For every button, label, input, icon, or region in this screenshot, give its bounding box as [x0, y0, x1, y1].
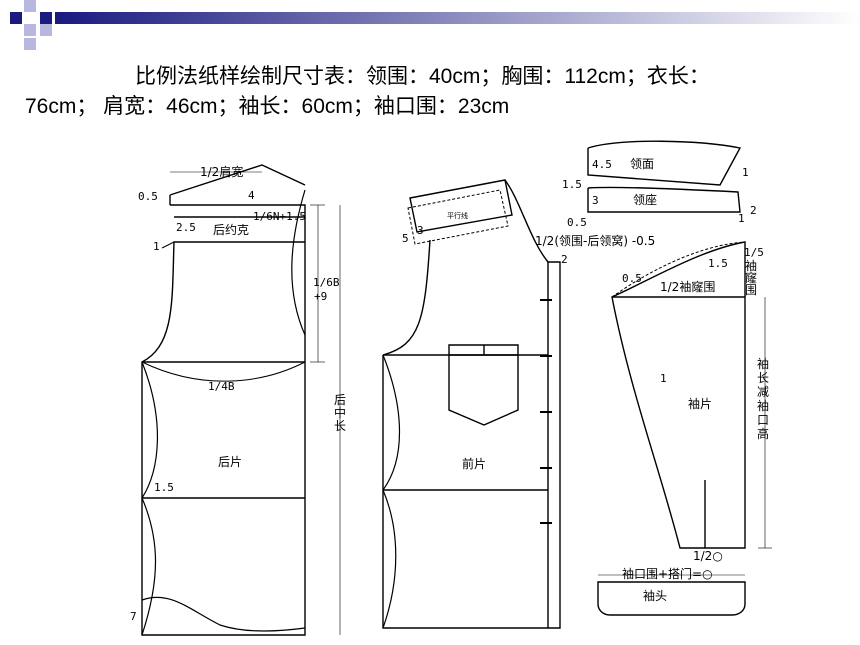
- front-yoke-rect: [409, 179, 513, 233]
- gradient-bar: [55, 12, 860, 24]
- deco-square: [24, 38, 36, 50]
- deco-square: [10, 12, 22, 24]
- label-back-piece: 后片: [218, 455, 242, 469]
- collar-labels: 4.5 领面 1 1.5 3 领座 0.5 2 1: [562, 157, 757, 229]
- chest-curve: [141, 361, 306, 382]
- front-neck: [504, 179, 549, 263]
- label-back-25: 2.5: [176, 221, 196, 234]
- label-front-5: 5: [402, 232, 409, 245]
- label-back-b2: +9: [314, 290, 327, 303]
- label-collar-15: 1.5: [562, 178, 582, 191]
- label-len-v2: 长: [757, 371, 769, 385]
- deco-square: [40, 24, 52, 36]
- label-collar-2: 2: [750, 204, 757, 217]
- label-yoke: 后约克: [213, 222, 249, 237]
- sleeve-labels: 1.5 1/5 袖 窿 围 0.5 1/2袖窿围 1 袖片 袖 长 减 袖 口 …: [622, 246, 769, 603]
- collar-stand: [587, 186, 741, 213]
- label-half-o: 1/2○: [693, 549, 723, 563]
- label-len-v6: 高: [757, 426, 769, 441]
- label-cap-v3: 围: [745, 283, 757, 297]
- label-len-v3: 减: [757, 385, 769, 399]
- label-collar: 领面: [630, 157, 654, 171]
- label-back-neck: 1/6N+1.5: [253, 210, 306, 223]
- label-len-v5: 口: [757, 413, 769, 427]
- back-outline: [141, 204, 306, 636]
- heading-line-2: 76cm； 肩宽：46cm；袖长：60cm；袖口围：23cm: [25, 95, 510, 118]
- button-marks: [540, 299, 552, 524]
- label-sleeve-piece: 袖片: [688, 396, 712, 411]
- deco-square: [40, 12, 52, 24]
- label-quarter-b: 1/4B: [208, 380, 235, 393]
- label-collar-45: 4.5: [592, 158, 612, 171]
- sleeve-outline: [611, 241, 746, 549]
- front-labels: 平行线 5 3 1/2(领围-后领窝) -0.5 2 前片: [402, 211, 655, 471]
- deco-square: [24, 24, 36, 36]
- label-front-piece: 前片: [462, 456, 486, 471]
- front-outline: [382, 261, 561, 629]
- title-decoration-bar: [10, 0, 860, 50]
- back-armhole: [291, 189, 306, 336]
- heading-line-1: 比例法纸样绘制尺寸表：领围：40cm；胸围：112cm；衣长：: [135, 65, 710, 88]
- label-sleeve-15: 1.5: [708, 257, 728, 270]
- pocket: [448, 344, 519, 426]
- front-side-seam: [382, 354, 401, 629]
- label-back-7: 7: [130, 610, 137, 623]
- label-back-b: 1/6B: [313, 276, 340, 289]
- label-sleeve-15-cap: 1/5: [744, 246, 764, 259]
- deco-square: [24, 0, 36, 12]
- label-cuff: 袖头: [643, 588, 667, 603]
- back-labels: 1/2肩宽 0.5 4 1/6N+1.5 2.5 后约克 1 1/6B +9 1…: [130, 164, 346, 623]
- label-front-formula: 1/2(领围-后领窝) -0.5: [535, 233, 655, 248]
- label-center-length-3: 长: [334, 419, 346, 433]
- label-collar-05: 0.5: [567, 216, 587, 229]
- label-half-armhole: 1/2袖窿围: [660, 279, 715, 294]
- label-half-shoulder: 1/2肩宽: [200, 164, 243, 179]
- label-back-1: 1: [153, 240, 160, 253]
- side-seam: [141, 361, 159, 636]
- label-collar-1a: 1: [742, 166, 749, 179]
- label-sleeve-05: 0.5: [622, 272, 642, 285]
- label-sleeve-1: 1: [660, 372, 667, 385]
- label-collar-stand: 领座: [633, 192, 657, 207]
- measurement-heading: 比例法纸样绘制尺寸表：领围：40cm；胸围：112cm；衣长： 76cm； 肩宽…: [25, 62, 820, 122]
- sleeve-piece: [597, 241, 772, 616]
- label-len-v4: 袖: [757, 398, 769, 413]
- sleeve-cap-dotted: [611, 241, 746, 298]
- front-armhole: [382, 239, 431, 356]
- front-yoke-dotted: [407, 189, 509, 245]
- label-cap-v1: 袖: [745, 258, 757, 273]
- label-len-v1: 袖: [757, 356, 769, 371]
- label-back-15: 1.5: [154, 481, 174, 494]
- label-collar-3: 3: [592, 194, 599, 207]
- label-center-length-2: 中: [334, 405, 346, 420]
- label-back-4: 4: [248, 189, 255, 202]
- label-front-2: 2: [561, 253, 568, 266]
- label-cuff-formula: 袖口围+搭门=○: [622, 566, 713, 581]
- back-shoulder: [169, 164, 306, 196]
- label-center-length-1: 后: [334, 393, 346, 407]
- center-back-curve: [161, 241, 175, 249]
- label-parallel: 平行线: [447, 211, 468, 220]
- label-back-05: 0.5: [138, 190, 158, 203]
- cuff-outline: [597, 581, 746, 616]
- back-piece: [141, 164, 341, 636]
- label-collar-1b: 1: [738, 212, 745, 225]
- label-front-3: 3: [417, 224, 424, 237]
- front-piece: [382, 179, 561, 629]
- collar-top: [587, 140, 742, 186]
- label-cap-v2: 窿: [745, 270, 757, 285]
- hem-curve: [141, 596, 306, 632]
- collar-pieces: [587, 140, 742, 213]
